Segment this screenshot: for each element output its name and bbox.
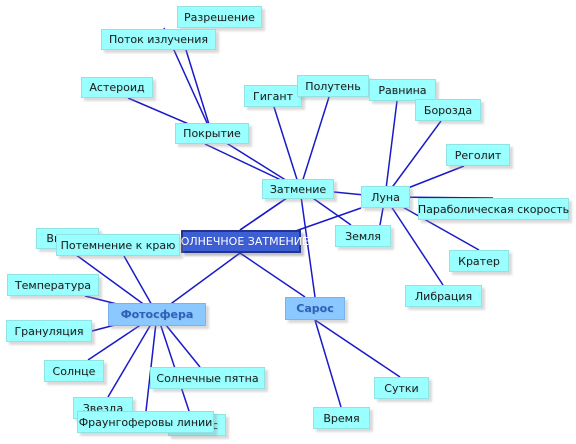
node-zatmenie[interactable]: Затмение — [262, 179, 334, 199]
node-borozda[interactable]: Борозда — [415, 99, 481, 121]
connector-line — [314, 319, 401, 378]
node-saros[interactable]: Сарос — [285, 297, 345, 320]
node-pokrytie[interactable]: Покрытие — [175, 123, 249, 144]
connector-line — [107, 313, 158, 398]
node-krater[interactable]: Кратер — [449, 250, 509, 272]
node-razreshenie[interactable]: Разрешение — [177, 6, 262, 28]
node-ravnina[interactable]: Равнина — [369, 79, 436, 101]
connector-line — [185, 49, 213, 135]
node-gigant[interactable]: Гигант — [244, 85, 302, 107]
node-fotosfera[interactable]: Фотосфера — [108, 303, 206, 326]
node-luna[interactable]: Луна — [361, 186, 410, 208]
connector-line — [299, 188, 316, 298]
connector-line — [156, 313, 191, 415]
node-libracia[interactable]: Либрация — [405, 285, 482, 307]
node-fraunhofer[interactable]: Фраунгоферовы линии — [77, 411, 214, 433]
node-vremya[interactable]: Время — [313, 407, 370, 429]
node-potok[interactable]: Поток излучения — [101, 29, 216, 50]
node-center[interactable]: СОЛНЕЧНОЕ ЗАТМЕНИЕ — [173, 230, 309, 253]
connector-line — [314, 319, 342, 408]
node-sutki[interactable]: Сутки — [374, 377, 429, 399]
node-zemlya[interactable]: Земля — [335, 225, 391, 247]
node-potemnenie[interactable]: Потемнение к краю — [56, 234, 180, 256]
node-parabolic[interactable]: Параболическая скорость — [418, 198, 569, 220]
node-asteroid[interactable]: Астероид — [81, 77, 153, 98]
connector-line — [384, 196, 444, 286]
node-regolit[interactable]: Реголит — [446, 144, 510, 166]
connector-line — [239, 252, 306, 298]
connector-line — [384, 100, 398, 198]
node-pyatna[interactable]: Солнечные пятна — [150, 367, 265, 389]
node-granulyaciya[interactable]: Грануляция — [6, 320, 92, 342]
node-temperatura[interactable]: Температура — [7, 274, 99, 296]
connector-line — [145, 313, 158, 412]
node-poluten[interactable]: Полутень — [297, 75, 369, 97]
connector-line — [384, 120, 442, 198]
node-solnce[interactable]: Солнце — [44, 360, 104, 382]
connector-line — [299, 96, 330, 190]
connector-line — [273, 106, 301, 190]
